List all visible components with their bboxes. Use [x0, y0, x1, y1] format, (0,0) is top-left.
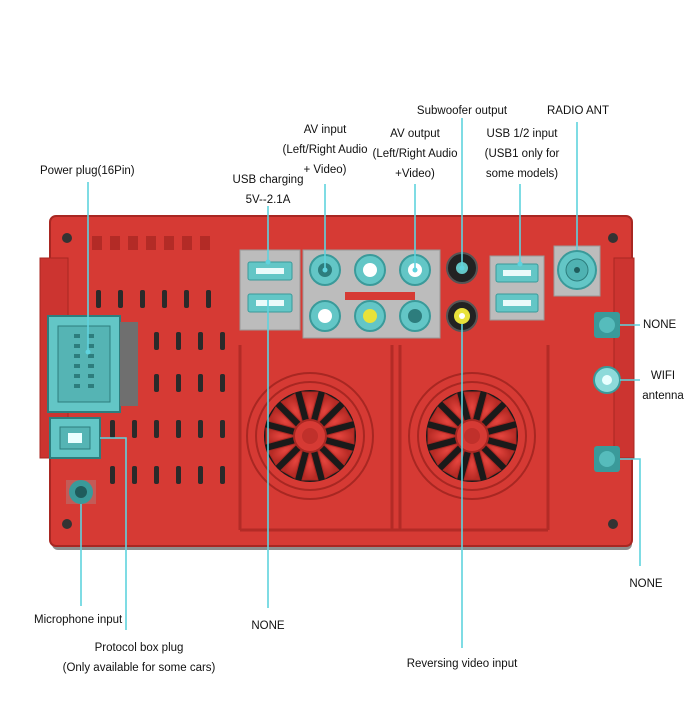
label-usb-input: USB 1/2 input (USB1 only for some models… [472, 124, 572, 184]
label-line: (Left/Right Audio [282, 144, 368, 156]
power-plug-connector[interactable] [47, 315, 121, 413]
mount-hole [608, 233, 618, 243]
microphone-jack[interactable] [66, 480, 96, 504]
label-line: USB charging [232, 174, 304, 186]
callout-lines [80, 118, 641, 648]
usb-input-port[interactable] [495, 263, 539, 283]
radio-ant-port[interactable] [557, 250, 597, 290]
label-line: AV input [303, 124, 347, 136]
usb-input-port[interactable] [495, 293, 539, 313]
av-panel-red-strip [345, 292, 415, 300]
usb-charging-port[interactable] [247, 293, 293, 313]
label-line: +Video) [395, 168, 435, 180]
leader-none-dab [620, 458, 641, 566]
label-line: antenna [642, 390, 684, 402]
label-radio-ant: RADIO ANT [547, 105, 609, 117]
label-power-plug: Power plug(16Pin) [40, 165, 135, 177]
label-line: WIFI [650, 370, 676, 382]
usb-charging-port[interactable] [247, 261, 293, 281]
leader-protocol-box [100, 437, 127, 630]
label-line: USB 1/2 input [486, 128, 558, 140]
label-line: 5V--2.1A [245, 194, 291, 206]
av-output-jack[interactable] [399, 300, 431, 332]
label-line: (USB1 only for [484, 148, 560, 160]
dab-port[interactable] [594, 446, 620, 472]
label-protocol-box-plug: Protocol box plug (Only available for so… [54, 638, 224, 678]
label-line: some models) [485, 168, 559, 180]
mount-hole [62, 519, 72, 529]
label-none-gps: NONE [643, 319, 677, 331]
av-output-jack[interactable] [354, 300, 386, 332]
callout-dots [85, 259, 523, 355]
label-reversing-video-input: Reversing video input [406, 658, 518, 670]
label-av-input: AV input (Left/Right Audio + Video) [270, 120, 380, 180]
av-input-jack[interactable] [354, 254, 386, 286]
label-none-dab: NONE [629, 578, 663, 590]
heat-sink-ribs [238, 345, 550, 532]
label-line: + Video) [303, 164, 347, 176]
mount-hole [62, 233, 72, 243]
label-wifi-antenna: WIFI antenna [636, 366, 690, 406]
label-microphone-input: Microphone input [34, 614, 123, 626]
mount-hole [608, 519, 618, 529]
wifi-port[interactable] [593, 366, 621, 394]
right-bracket [613, 257, 635, 459]
av-input-jack[interactable] [309, 300, 341, 332]
top-ridges [92, 236, 210, 250]
gps-port[interactable] [594, 312, 620, 338]
label-av-output: AV output (Left/Right Audio +Video) [362, 124, 468, 184]
label-none-bottom: NONE [251, 620, 285, 632]
label-subwoofer-output: Subwoofer output [416, 105, 508, 117]
label-line: (Left/Right Audio [372, 148, 458, 160]
cooling-fan-left [246, 372, 374, 500]
label-line: Protocol box plug [94, 642, 184, 654]
power-plug-side-module [120, 322, 138, 406]
label-line: (Only available for some cars) [62, 662, 216, 674]
label-usb-charging: USB charging 5V--2.1A [228, 170, 308, 210]
protocol-box-connector[interactable] [49, 417, 101, 459]
cooling-fan-right [408, 372, 536, 500]
vent-slots [96, 290, 225, 484]
label-line: AV output [390, 128, 440, 140]
